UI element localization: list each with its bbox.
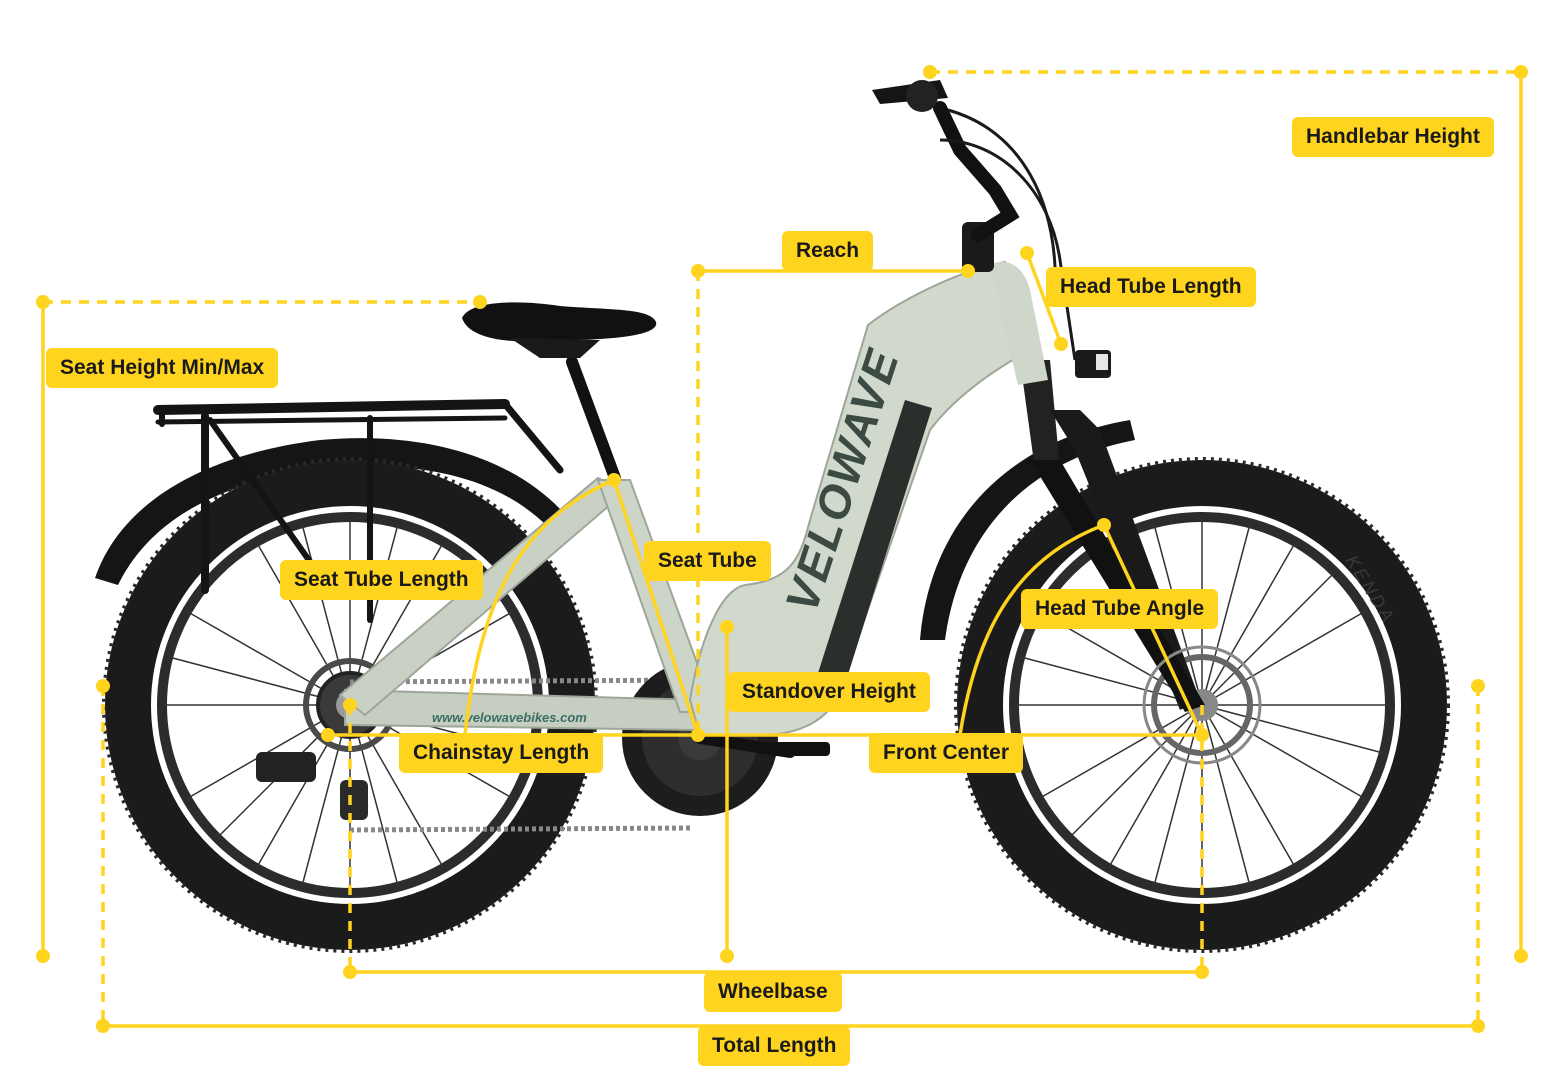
head-tube-length-line <box>1025 252 1063 345</box>
seat-tube-length-arc <box>463 478 615 736</box>
seat-height-label: Seat Height Min/Max <box>46 348 279 388</box>
reach-label: Reach <box>782 231 874 271</box>
seat-tube-line <box>612 479 700 736</box>
wheelbase-label: Wheelbase <box>704 972 842 1012</box>
rear-fender <box>95 438 570 585</box>
total-length-label: Total Length <box>698 1026 851 1066</box>
seat-tube-length-label: Seat Tube Length <box>280 560 483 600</box>
measurement-lines <box>41 70 1523 1028</box>
measurement-endpoints <box>36 65 1528 1033</box>
head-tube-angle-label: Head Tube Angle <box>1021 589 1219 629</box>
bike-illustration: KENDA <box>95 80 1450 953</box>
saddle <box>462 302 657 484</box>
handlebar-height-label: Handlebar Height <box>1292 117 1494 157</box>
front-center-label: Front Center <box>869 733 1023 773</box>
front-fender <box>920 420 1135 640</box>
bike-frame: VELOWAVE www.velowavebikes.com <box>338 260 1042 736</box>
chainstay-url: www.velowavebikes.com <box>432 710 587 725</box>
standover-height-label: Standover Height <box>728 672 930 712</box>
head-tube-length-label: Head Tube Length <box>1046 267 1256 307</box>
head-tube-angle-arc <box>958 523 1105 736</box>
chainstay-length-label: Chainstay Length <box>399 733 604 773</box>
head-tube-angle-line <box>1102 524 1204 736</box>
seat-tube-label: Seat Tube <box>644 541 771 581</box>
